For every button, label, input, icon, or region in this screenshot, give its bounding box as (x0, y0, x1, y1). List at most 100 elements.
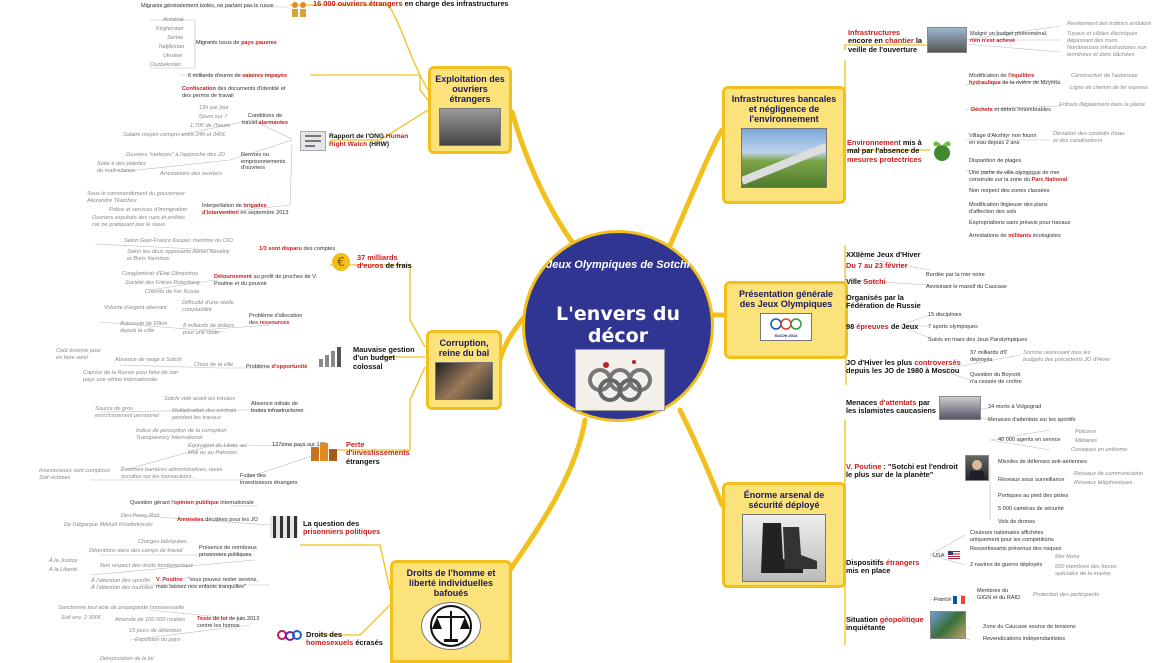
ouvriers-label: 16 000 ouvriers étrangers en charge des … (313, 0, 509, 8)
menaces-b: d'attentats (879, 398, 917, 407)
arrestations-text: Arrestations des ouvriers (160, 171, 222, 177)
plages-text: Disparition de plages (969, 158, 1022, 164)
amnisties-a: Amnisties (177, 517, 204, 523)
missiles-text: Missiles de défenses anti-aériennes (998, 459, 1087, 465)
milliards-b: d'euros (357, 261, 384, 271)
arrest-a: Arrestations de (969, 233, 1007, 239)
question-label: Question gérant l'opinion publique inter… (130, 500, 254, 507)
renvois-b: emprisonnements (241, 158, 286, 165)
usa-flag-canton (948, 551, 953, 555)
disciplines-text: 15 disciplines (928, 312, 962, 318)
branch-securite[interactable]: Énorme arsenal de sécurité déployé (722, 482, 846, 588)
deripaska-text: Conglomérat d'État Olimpstroy (122, 271, 198, 277)
sanctionne-text: Sanctionne tout acte de propagande homos… (58, 605, 185, 611)
menaces-sport-text: Menaces d'attentats sur les sportifs (988, 417, 1076, 423)
liberte-text: À la Liberté (49, 567, 78, 573)
couleurs-b: uniquement pour les compétitions (970, 536, 1054, 543)
trunk-exploitation (509, 109, 581, 253)
rapport-a: Rapport de l'ONG (329, 133, 385, 140)
ville-b: Sotchi (863, 277, 886, 286)
question-c: internationale (220, 500, 254, 506)
avoisinant-text: Avoisinant le massif du Caucase (926, 284, 1007, 290)
branch-infra[interactable]: Infrastructures bancales et négligence d… (722, 86, 846, 204)
branch-securite-label: Énorme arsenal de sécurité déployé (743, 490, 825, 510)
branch-infra-label: Infrastructures bancales et négligence d… (731, 94, 837, 124)
caprice-b: pays une vitrine internationale (83, 376, 158, 383)
infra-b: encore en (848, 36, 883, 46)
hours-2: 1,70€ de l'heure (190, 123, 230, 129)
village-a: Village d'Akshtyr non fourni (969, 133, 1037, 139)
pays-2: Serbie (167, 35, 184, 41)
nombreuses-a: Nombreuses infrastructures non (1067, 45, 1147, 51)
modif-plans-a: Modification litigieuse des plans (969, 202, 1048, 208)
texte-b: de juin 2013 (228, 616, 260, 622)
zone-text: Zone du Caucase source de tensions (983, 624, 1076, 630)
autoroute-infra-text: Construction de l'autoroute (1071, 73, 1138, 79)
equiv-a: Équivalent du Liban, au (188, 443, 247, 449)
jours-text: 15 jours de détention (129, 628, 182, 634)
center-node[interactable]: Jeux Olympiques de Sotchi L'envers du dé… (522, 230, 714, 422)
barrieres-a: Énormes barrières administratives, taxes (121, 467, 223, 473)
partie-a: Une partie du ville olympique de mer (969, 170, 1060, 176)
boycott-a: Question du Boycott (970, 372, 1021, 378)
chemin-text: Chemin de Fer Russe (145, 289, 200, 295)
dechets-text: Déchets et débris innombrables (971, 107, 1051, 114)
expulsion-text: Expulsion du pays (135, 637, 181, 643)
trente-a: 37 milliards d'€ (970, 350, 1008, 356)
kasper-text: Selon Gian-Franco Kasper, membre du CIO (124, 238, 233, 244)
branch-exploitation[interactable]: Exploitation des ouvriers étrangers (428, 66, 512, 154)
rotenberg-text: Société des Frères Rotenberg (125, 280, 200, 286)
branch-presentation[interactable]: Présentation générale des Jeux Olympique… (724, 281, 848, 359)
combat-boots-image (742, 514, 826, 582)
conditions-a: Conditions de (247, 113, 283, 119)
fuite-a: Fuites des (240, 473, 266, 479)
epreuves-b: épreuves (856, 322, 889, 331)
perte-b: d'investissements (346, 448, 410, 458)
sochi-logo: SOCHI 2014 (760, 313, 812, 341)
confiscation-b: des documents d'identité et (217, 86, 286, 92)
branch-droits[interactable]: Droits de l'homme et liberté individuell… (390, 560, 512, 663)
surveillance-text: Réseaux sous surveillance (998, 477, 1065, 483)
choix-text: Choix de la ville (194, 362, 234, 368)
rapport-d: (HRW) (369, 141, 390, 148)
dates-label: Du 7 au 23 février (846, 261, 908, 270)
migrants-a: Migrants issus de (196, 40, 240, 46)
agents-text: 40 000 agents en service (998, 437, 1061, 443)
nonrespect-text: Non respect des droits fondamentaux (100, 563, 193, 569)
milliards-a: 37 milliards (357, 253, 398, 262)
psec-a: V. Poutine (846, 462, 882, 471)
center-title: L'envers du décor (555, 303, 681, 347)
detour-a: Détournement (214, 274, 252, 280)
branch-corruption[interactable]: Corruption, reine du bal (426, 330, 502, 410)
absence-a: Absence initiale de (251, 401, 298, 407)
volume-text: Volume d'argent aberrant (104, 305, 167, 311)
opportunite-label: Problème d'opportunité (246, 364, 307, 371)
multi-b: pendant les travaux (172, 414, 221, 421)
construction-image (927, 27, 967, 53)
hours-0: 12h par jour (199, 105, 229, 111)
investisseurs-b: Soit victimes (39, 474, 71, 481)
arrest-b: militants (1008, 233, 1032, 239)
navalny-a: Selon les deux opposants Alexeï Navalny (127, 249, 230, 255)
pays-1: Kirghizstan (156, 26, 184, 32)
boycott-b: n'a cessée de croître (970, 378, 1022, 385)
vide-text: Sotchi vide avant les travaux (164, 396, 236, 402)
disparu-a: 1/3 sont disparu (259, 246, 302, 252)
